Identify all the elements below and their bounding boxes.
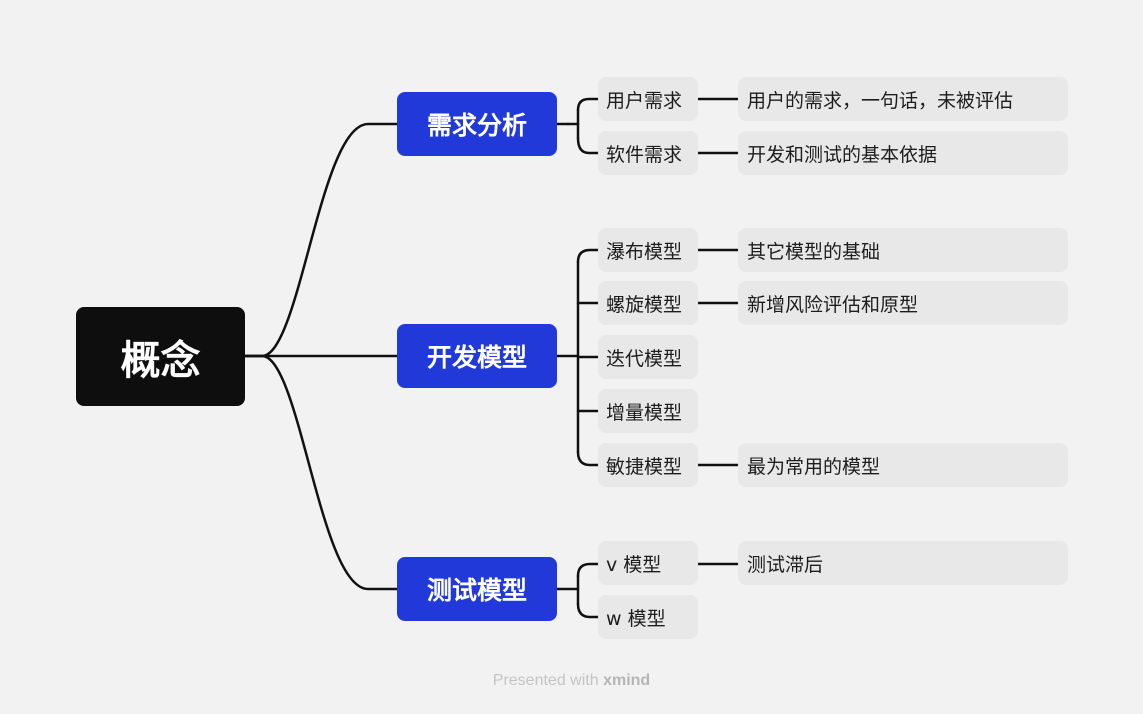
note-v-model[interactable]: 测试滞后: [738, 541, 1068, 585]
subtopic-software-requirements[interactable]: 软件需求: [598, 131, 698, 175]
connector-root-requirements: [243, 122, 399, 358]
connector-test-v: [576, 562, 600, 578]
subtopic-iterative-model[interactable]: 迭代模型: [598, 335, 698, 379]
central-topic[interactable]: 概念: [76, 307, 245, 406]
note-waterfall-model[interactable]: 其它模型的基础: [738, 228, 1068, 272]
connector-test-w: [576, 602, 600, 619]
note-user-requirements[interactable]: 用户的需求，一句话，未被评估: [738, 77, 1068, 121]
connector-root-test-models: [243, 354, 399, 591]
topic-requirements-analysis[interactable]: 需求分析: [397, 92, 557, 156]
subtopic-user-requirements[interactable]: 用户需求: [598, 77, 698, 121]
subtopic-agile-model[interactable]: 敏捷模型: [598, 443, 698, 487]
subtopic-spiral-model[interactable]: 螺旋模型: [598, 281, 698, 325]
note-agile-model[interactable]: 最为常用的模型: [738, 443, 1068, 487]
note-software-requirements[interactable]: 开发和测试的基本依据: [738, 131, 1068, 175]
connector-requirements-software: [576, 136, 600, 155]
subtopic-v-model[interactable]: v 模型: [598, 541, 698, 585]
subtopic-w-model[interactable]: w 模型: [598, 595, 698, 639]
connector-dev-agile: [576, 450, 600, 467]
xmind-logo: xmind: [603, 672, 651, 689]
connector-dev-waterfall: [576, 248, 600, 264]
footer-prefix: Presented with: [492, 672, 599, 689]
topic-development-models[interactable]: 开发模型: [397, 324, 557, 388]
subtopic-incremental-model[interactable]: 增量模型: [598, 389, 698, 433]
presented-with-watermark: Presented with xmind: [0, 672, 1143, 690]
note-spiral-model[interactable]: 新增风险评估和原型: [738, 281, 1068, 325]
subtopic-waterfall-model[interactable]: 瀑布模型: [598, 228, 698, 272]
connector-requirements-user: [576, 97, 600, 112]
topic-test-models[interactable]: 测试模型: [397, 557, 557, 621]
